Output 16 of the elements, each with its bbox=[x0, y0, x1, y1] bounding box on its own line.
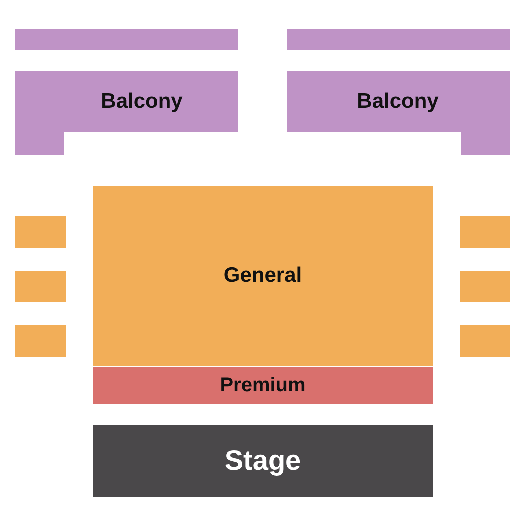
side-section bbox=[460, 216, 510, 248]
general-section bbox=[93, 186, 433, 366]
section-label: Premium bbox=[220, 374, 306, 397]
balcony-row bbox=[15, 29, 238, 50]
side-section bbox=[15, 271, 66, 302]
side-section bbox=[15, 216, 66, 248]
section-label: Balcony bbox=[357, 90, 439, 114]
side-section bbox=[460, 325, 510, 357]
section-label: Balcony bbox=[101, 90, 183, 114]
side-section bbox=[15, 325, 66, 357]
section-label: Stage bbox=[224, 445, 302, 477]
section-label: General bbox=[224, 264, 302, 288]
stage bbox=[93, 425, 433, 497]
balcony-row bbox=[287, 29, 510, 50]
premium-section bbox=[93, 367, 433, 404]
side-section bbox=[460, 271, 510, 302]
